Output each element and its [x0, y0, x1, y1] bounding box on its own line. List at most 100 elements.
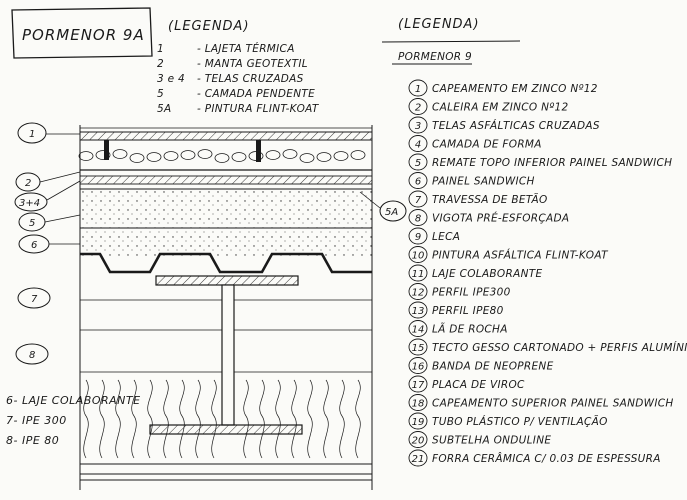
legend-right-header: (LEGENDA) — [398, 17, 480, 32]
layer-sloped-screed — [80, 190, 372, 228]
gravel-layer — [78, 149, 366, 163]
gravel-pebble — [333, 151, 349, 161]
wool-stroke — [323, 379, 329, 459]
wool-stroke — [291, 379, 297, 459]
legend-num-circle — [408, 431, 428, 448]
wool-stroke — [115, 379, 121, 459]
gravel-pebble — [299, 153, 315, 163]
legend-num-circle — [408, 449, 428, 467]
gravel-pebble — [129, 153, 145, 163]
callout-8-circle — [15, 343, 49, 365]
wool-stroke — [163, 379, 169, 459]
callouts: 1 2 3+4 5 5A 6 7 8 — [14, 122, 407, 365]
gravel-pebble — [231, 152, 247, 162]
legend-num-circle — [408, 264, 428, 282]
wool-stroke — [147, 379, 153, 459]
legend-num-circle — [408, 375, 428, 393]
legend-right-text: PERFIL IPE300 — [432, 287, 511, 299]
wool-stroke — [211, 379, 217, 459]
legend-left-text: - CAMADA PENDENTE — [197, 88, 315, 100]
callout-1: 1 — [29, 129, 35, 140]
gravel-pebble — [282, 149, 298, 159]
legend-right-text: TELAS ASFÁLTICAS CRUZADAS — [432, 119, 600, 132]
bottom-note: 8- IPE 80 — [6, 434, 59, 447]
legend-num-circle — [408, 153, 428, 171]
legend-right-text: TRAVESSA DE BETÃO — [432, 193, 548, 206]
callout-8: 8 — [29, 350, 35, 361]
gravel-pebble — [265, 150, 281, 160]
legend-right-num: 9 — [415, 232, 421, 243]
wool-stroke — [339, 379, 345, 459]
wool-stroke — [355, 379, 361, 459]
legend-right-text: PINTURA ASFÁLTICA FLINT-KOAT — [432, 249, 609, 262]
ipe-top-flange — [155, 275, 299, 286]
gravel-pebble — [214, 153, 230, 163]
legend-left-text: - LAJETA TÉRMICA — [197, 42, 295, 55]
legend-num-circle — [408, 338, 428, 356]
legend-num-circle — [408, 357, 428, 374]
legend-right-num: 11 — [412, 269, 425, 280]
legend-num-circle — [408, 412, 428, 430]
title-block: PORMENOR 9A — [11, 7, 153, 59]
legend-num-circle — [408, 190, 428, 208]
wool-stroke — [195, 379, 201, 459]
legend-left-text: - TELAS CRUZADAS — [197, 73, 304, 85]
callout-5: 5 — [29, 218, 35, 229]
legend-right-num: 1 — [415, 84, 421, 95]
steel-deck-profile — [80, 252, 372, 274]
legend-right-text: LAJE COLABORANTE — [432, 268, 542, 280]
legend-right-text: PERFIL IPE80 — [432, 305, 504, 317]
legend-right-text: FORRA CERÂMICA C/ 0.03 DE ESPESSURA — [432, 452, 661, 465]
legend-num-circle — [408, 135, 428, 152]
legend-num-circle — [408, 246, 428, 263]
legend-right-text: TUBO PLÁSTICO P/ VENTILAÇÃO — [432, 415, 608, 428]
callout-7: 7 — [31, 294, 38, 305]
legend-left-text: - PINTURA FLINT-KOAT — [197, 103, 320, 115]
callout-3-4: 3+4 — [19, 198, 40, 209]
wool-stroke — [243, 379, 249, 459]
gravel-pebble — [180, 150, 196, 160]
legend-right-num: 19 — [412, 417, 425, 428]
callout-5a: 5A — [385, 207, 398, 218]
legend-right-text: LÃ DE ROCHA — [432, 323, 508, 336]
gravel-pebble — [316, 152, 332, 162]
gravel-pebble — [112, 149, 128, 159]
legend-num-circle — [408, 394, 428, 411]
legend-right-num: 18 — [412, 399, 425, 410]
gravel-pebble — [163, 151, 179, 161]
pedestal-support — [256, 140, 261, 162]
gravel-pebble — [95, 150, 111, 160]
wool-stroke — [259, 379, 265, 459]
wool-stroke — [307, 379, 313, 459]
legend-right-divider — [381, 40, 521, 43]
wool-stroke — [275, 379, 281, 459]
layer-crossed-sheets — [79, 175, 373, 185]
legend-right-num: 5 — [415, 158, 421, 169]
bottom-note: 7- IPE 300 — [6, 414, 67, 427]
legend-right-text: CAPEAMENTO EM ZINCO Nº12 — [432, 83, 598, 95]
callout-5a-circle — [379, 200, 407, 222]
legend-left-num: 3 e 4 — [157, 73, 185, 85]
wool-stroke — [179, 379, 185, 459]
legend-left-num: 2 — [157, 58, 164, 70]
legend-left-num: 5 — [157, 88, 164, 100]
legend-num-circle — [408, 172, 428, 189]
rock-wool-insulation — [83, 379, 361, 459]
legend-left-num: 5A — [157, 103, 171, 115]
gravel-pebble — [78, 151, 94, 161]
legend-right-text: REMATE TOPO INFERIOR PAINEL SANDWICH — [432, 157, 672, 169]
section-drawing — [78, 125, 373, 490]
legend-num-circle — [408, 320, 428, 337]
legend-right-num: 13 — [412, 306, 425, 317]
gravel-pebble — [146, 152, 162, 162]
legend-right-text: PAINEL SANDWICH — [432, 176, 535, 188]
legend-right-num: 15 — [412, 343, 425, 354]
legend-right-text: CAPEAMENTO SUPERIOR PAINEL SANDWICH — [432, 398, 674, 410]
gravel-pebble — [350, 150, 366, 160]
legend-right-text: CAMADA DE FORMA — [432, 139, 542, 151]
legend-right-num: 10 — [412, 251, 425, 262]
